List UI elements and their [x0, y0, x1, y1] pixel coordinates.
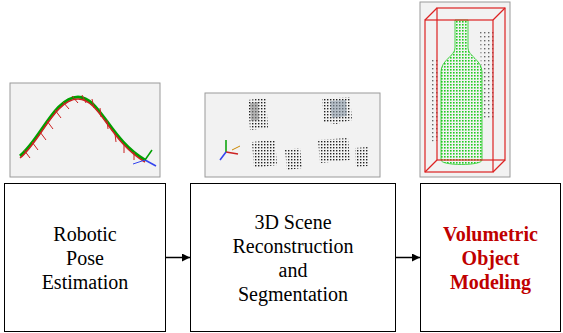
- box-label: Robotic Pose Estimation: [35, 222, 135, 294]
- flow-arrow: [166, 257, 190, 259]
- trajectory-image: [10, 83, 160, 177]
- object-model-image: [420, 2, 510, 177]
- process-box: 3D Scene Reconstruction and Segmentation: [190, 183, 396, 332]
- process-box: Volumetric Object Modeling: [420, 183, 561, 332]
- point-cloud-image: [205, 93, 380, 177]
- box-label: 3D Scene Reconstruction and Segmentation: [227, 210, 359, 306]
- flow-arrow: [396, 257, 420, 259]
- process-box: Robotic Pose Estimation: [4, 183, 166, 332]
- box-label: Volumetric Object Modeling: [435, 222, 547, 294]
